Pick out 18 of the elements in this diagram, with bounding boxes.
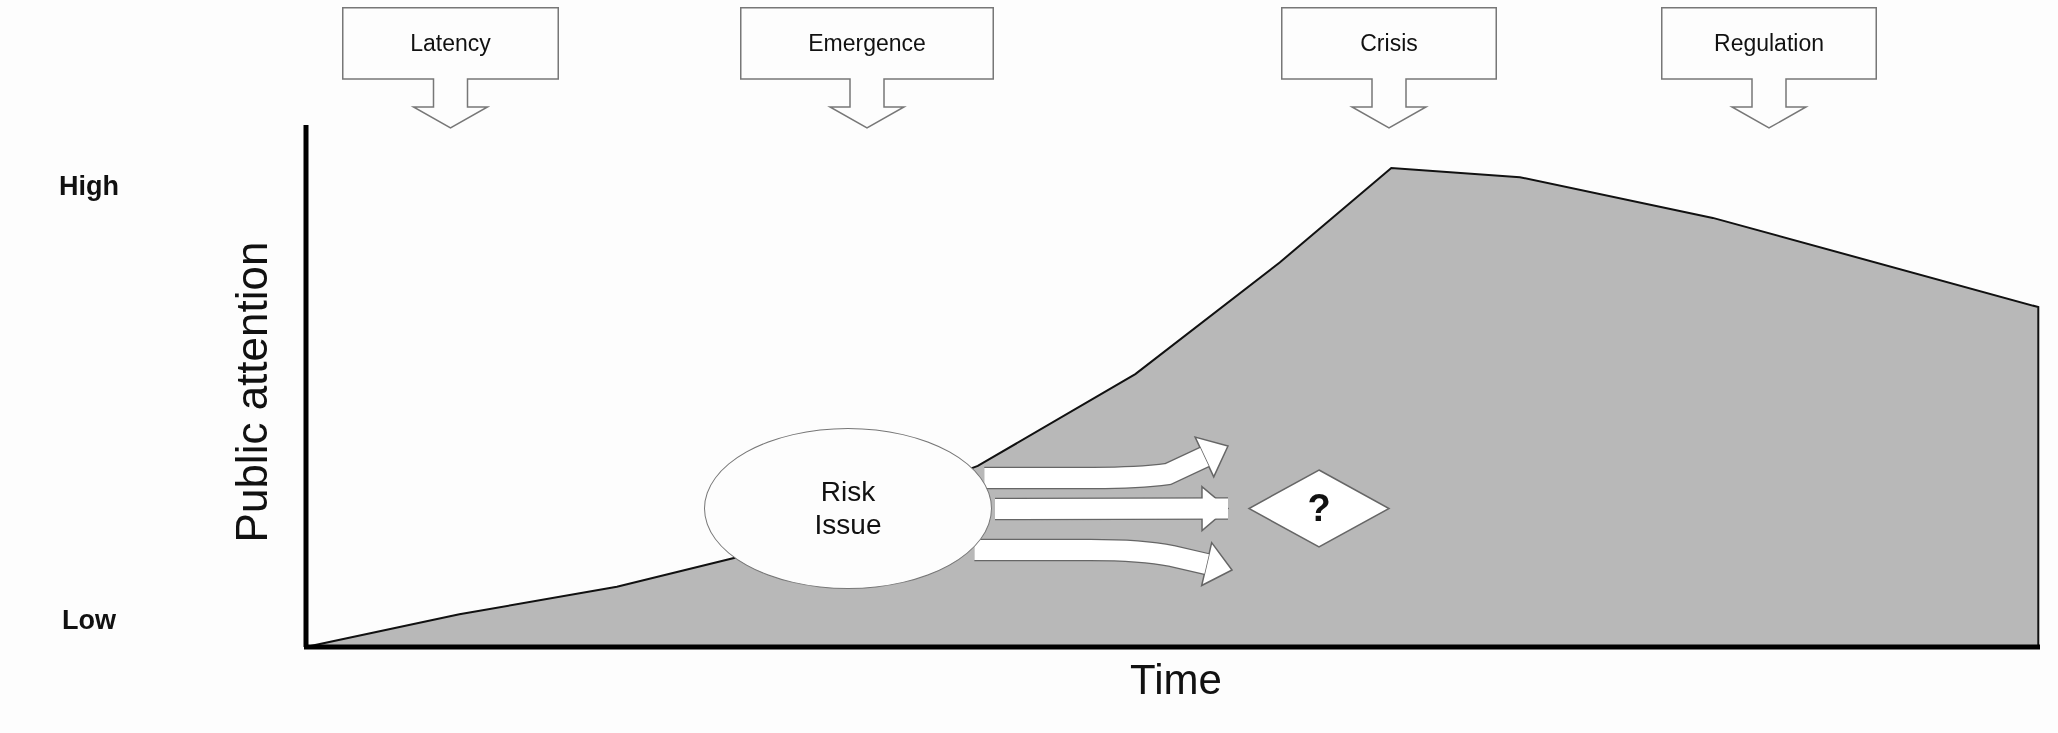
question-mark: ?: [1307, 486, 1331, 531]
axis-title: Time: [1130, 656, 1222, 704]
axis-level-label: Low: [62, 604, 116, 636]
node-label: Risk Issue: [813, 476, 883, 541]
callout-box: [1281, 7, 1497, 129]
stage-label: Latency: [410, 29, 491, 57]
decision-diamond: [1248, 469, 1390, 548]
callout-box: [342, 7, 559, 129]
block-arrow: [974, 538, 1234, 587]
axis-level-label: High: [59, 170, 119, 202]
block-arrow: [984, 435, 1230, 490]
callout-box: [740, 7, 994, 129]
callout-box: [1661, 7, 1877, 129]
stage-label: Emergence: [808, 29, 926, 57]
block-arrow: [994, 484, 1230, 533]
axis-title: Public attention: [227, 241, 277, 543]
stage-label: Regulation: [1714, 29, 1824, 57]
stage-label: Crisis: [1360, 29, 1418, 57]
